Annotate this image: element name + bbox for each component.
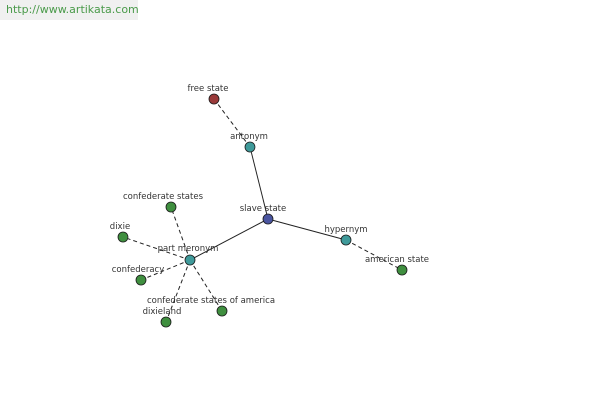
node-confederacy[interactable]: confederacy: [112, 265, 165, 286]
edge-hypernym-to-american-state: [345, 239, 403, 271]
node-dot-part-meronym[interactable]: [184, 254, 196, 266]
node-label-slave-state[interactable]: slave state: [240, 204, 287, 214]
node-american-state[interactable]: american state: [365, 255, 429, 276]
node-dot-confederate-states[interactable]: [165, 201, 177, 213]
node-dot-dixieland[interactable]: [160, 316, 172, 328]
edge-part-meronym-to-confederate-states-of-america: [189, 259, 223, 312]
node-dot-american-state[interactable]: [396, 264, 408, 276]
node-confederate-states-of-america[interactable]: confederate states of america: [147, 296, 275, 317]
node-antonym[interactable]: antonym: [230, 132, 268, 153]
edge-slave-state-to-antonym: [249, 146, 269, 220]
node-dixieland[interactable]: dixieland: [143, 307, 182, 328]
node-label-confederate-states[interactable]: confederate states: [123, 192, 204, 202]
node-dot-confederacy[interactable]: [135, 274, 147, 286]
edge-part-meronym-to-dixie: [122, 236, 191, 261]
node-part-meronym[interactable]: part meronym: [158, 244, 219, 266]
node-hypernym[interactable]: hypernym: [324, 225, 368, 246]
node-label-confederate-states-of-america[interactable]: confederate states of america: [147, 296, 275, 306]
node-slave-state[interactable]: slave state: [240, 204, 287, 225]
node-dot-confederate-states-of-america[interactable]: [216, 305, 228, 317]
node-dot-free-state[interactable]: [208, 93, 220, 105]
node-label-dixie[interactable]: dixie: [110, 222, 130, 232]
node-dot-dixie[interactable]: [117, 231, 129, 243]
node-label-antonym[interactable]: antonym: [230, 132, 268, 142]
node-label-american-state[interactable]: american state: [365, 255, 429, 265]
node-label-part-meronym[interactable]: part meronym: [158, 244, 219, 254]
node-dot-hypernym[interactable]: [340, 234, 352, 246]
node-dot-slave-state[interactable]: [262, 213, 274, 225]
edge-slave-state-to-part-meronym: [189, 218, 269, 261]
node-label-confederacy[interactable]: confederacy: [112, 265, 165, 275]
nodes-layer: slave state antonym free state hypernym amer…: [110, 84, 429, 328]
node-confederate-states[interactable]: confederate states: [123, 192, 204, 213]
watermark-url[interactable]: http://www.artikata.com: [0, 0, 139, 20]
edge-antonym-to-free-state: [213, 98, 251, 148]
node-label-hypernym[interactable]: hypernym: [324, 225, 367, 235]
edge-slave-state-to-hypernym: [267, 218, 347, 241]
edge-part-meronym-to-confederate-states: [170, 206, 191, 261]
node-label-dixieland[interactable]: dixieland: [143, 307, 182, 317]
node-dot-antonym[interactable]: [244, 141, 256, 153]
edges-layer: [122, 98, 403, 323]
edge-part-meronym-to-confederacy: [140, 259, 191, 281]
node-free-state[interactable]: free state: [188, 84, 229, 105]
node-dixie[interactable]: dixie: [110, 222, 130, 243]
node-label-free-state[interactable]: free state: [188, 84, 229, 94]
